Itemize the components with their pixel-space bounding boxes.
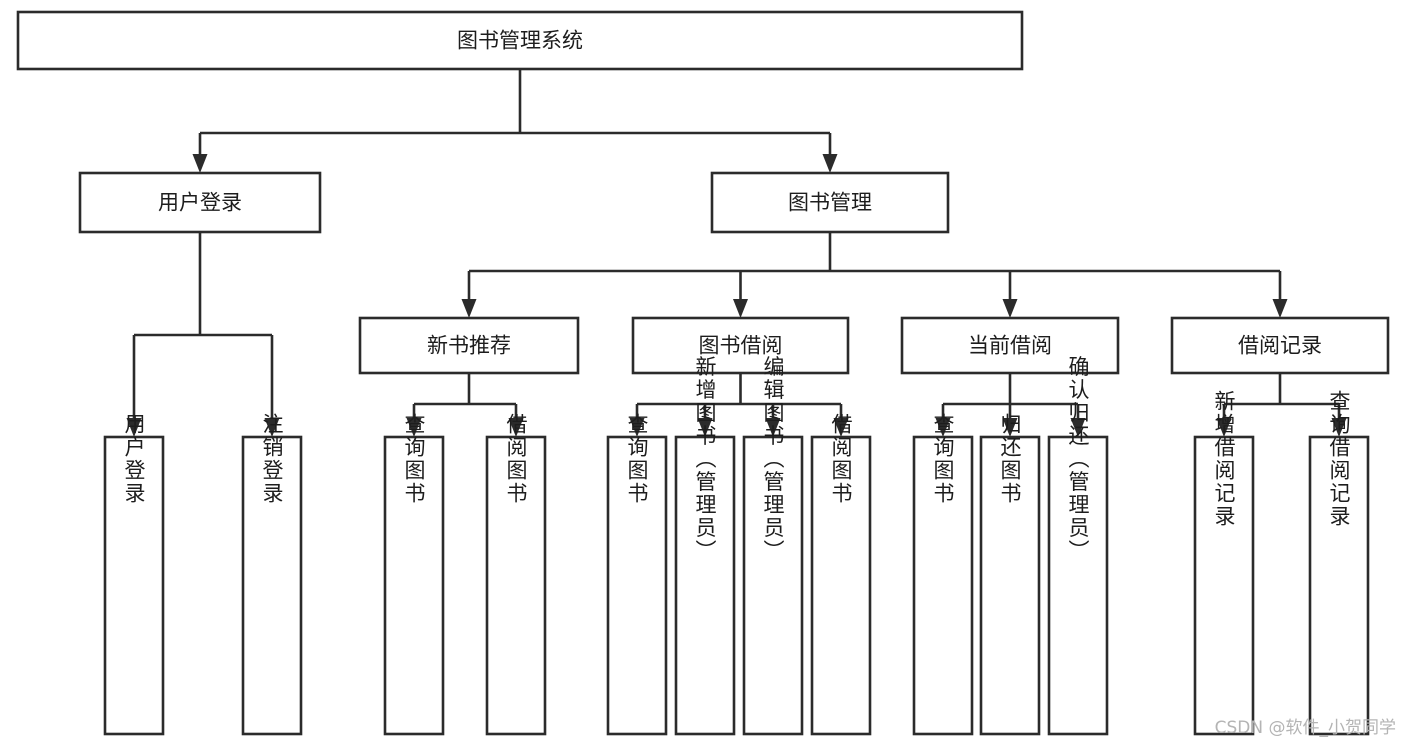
node-box-current-query-book[interactable] — [912, 435, 974, 736]
node-user-login-do[interactable]: 用户登录 — [103, 413, 165, 736]
node-borrow-record[interactable]: 借阅记录 — [1170, 316, 1390, 375]
connectors-layer — [126, 69, 1347, 437]
node-box-record-add[interactable] — [1193, 435, 1255, 736]
node-label-book-management: 图书管理 — [788, 191, 872, 215]
node-label-user-login: 用户登录 — [158, 191, 242, 215]
node-label-borrow-record: 借阅记录 — [1238, 334, 1322, 358]
node-label-current-return-book: 归还图书 — [998, 413, 1022, 505]
root-arrow-0 — [192, 154, 208, 173]
node-label-current-borrow: 当前借阅 — [968, 334, 1052, 358]
node-current-return-book[interactable]: 归还图书 — [979, 413, 1041, 736]
node-current-borrow[interactable]: 当前借阅 — [900, 316, 1120, 375]
node-label-recommend-query-book: 查询图书 — [402, 413, 426, 505]
node-box-root[interactable] — [16, 10, 1024, 71]
borrow-record-arrow-0 — [1216, 418, 1232, 437]
node-box-book-management[interactable] — [710, 171, 950, 234]
node-label-new-book-recommend: 新书推荐 — [427, 334, 511, 358]
node-box-new-book-recommend[interactable] — [358, 316, 580, 375]
node-label-recommend-borrow-book: 借阅图书 — [504, 413, 528, 505]
book-borrow-arrow-1 — [697, 418, 713, 437]
book-borrow-arrow-0 — [629, 418, 645, 437]
node-borrow-query-book[interactable]: 查询图书 — [606, 413, 668, 736]
current-borrow-arrow-2 — [1070, 418, 1086, 437]
node-label-borrow-edit-book: 编辑图书（管理员） — [761, 356, 785, 563]
nodes-layer: 图书管理系统用户登录图书管理用户登录注销登录新书推荐查询图书借阅图书图书借阅查询… — [16, 10, 1390, 736]
node-box-recommend-borrow-book[interactable] — [485, 435, 547, 736]
user-login-arrow-1 — [264, 418, 280, 437]
book-management-arrow-1 — [733, 299, 748, 318]
node-label-current-query-book: 查询图书 — [931, 413, 955, 505]
node-label-record-add: 新增借阅记录 — [1212, 390, 1236, 528]
node-recommend-borrow-book[interactable]: 借阅图书 — [485, 413, 547, 736]
node-recommend-query-book[interactable]: 查询图书 — [383, 413, 445, 736]
node-root[interactable]: 图书管理系统 — [16, 10, 1024, 71]
node-label-book-borrow: 图书借阅 — [699, 334, 783, 358]
node-box-user-login[interactable] — [78, 171, 322, 234]
node-new-book-recommend[interactable]: 新书推荐 — [358, 316, 580, 375]
node-box-borrow-query-book[interactable] — [606, 435, 668, 736]
new-book-recommend-arrow-0 — [406, 418, 422, 437]
node-box-recommend-query-book[interactable] — [383, 435, 445, 736]
book-management-arrow-0 — [461, 299, 477, 318]
node-box-record-query[interactable] — [1308, 435, 1370, 736]
node-user-login[interactable]: 用户登录 — [78, 171, 322, 234]
node-borrow-edit-book[interactable]: 编辑图书（管理员） — [742, 356, 804, 736]
node-current-confirm-return[interactable]: 确认归还（管理员） — [1047, 356, 1109, 736]
node-box-user-logout[interactable] — [241, 435, 303, 736]
node-record-query[interactable]: 查询借阅记录 — [1308, 390, 1370, 736]
book-management-arrow-2 — [1002, 299, 1018, 318]
csdn-watermark: CSDN @软件_小贺同学 — [1215, 718, 1396, 738]
node-label-record-query: 查询借阅记录 — [1327, 390, 1351, 528]
node-label-borrow-query-book: 查询图书 — [625, 413, 649, 505]
node-label-root: 图书管理系统 — [457, 29, 583, 53]
borrow-record-arrow-1 — [1331, 418, 1347, 437]
node-borrow-borrow-book[interactable]: 借阅图书 — [810, 413, 872, 736]
node-current-query-book[interactable]: 查询图书 — [912, 413, 974, 736]
node-label-user-login-do: 用户登录 — [122, 413, 146, 505]
root-arrow-1 — [822, 154, 838, 173]
node-user-logout[interactable]: 注销登录 — [241, 413, 303, 736]
node-label-current-confirm-return: 确认归还（管理员） — [1066, 356, 1090, 563]
node-box-borrow-borrow-book[interactable] — [810, 435, 872, 736]
current-borrow-arrow-0 — [935, 418, 951, 437]
node-borrow-add-book[interactable]: 新增图书（管理员） — [674, 356, 736, 736]
new-book-recommend-arrow-1 — [508, 418, 524, 437]
node-label-borrow-borrow-book: 借阅图书 — [829, 413, 853, 505]
node-box-borrow-edit-book[interactable] — [742, 435, 804, 736]
node-label-borrow-add-book: 新增图书（管理员） — [693, 356, 717, 563]
node-box-current-borrow[interactable] — [900, 316, 1120, 375]
node-book-management[interactable]: 图书管理 — [710, 171, 950, 234]
node-box-user-login-do[interactable] — [103, 435, 165, 736]
node-record-add[interactable]: 新增借阅记录 — [1193, 390, 1255, 736]
book-management-arrow-3 — [1272, 299, 1288, 318]
user-login-arrow-0 — [126, 418, 142, 437]
node-box-current-return-book[interactable] — [979, 435, 1041, 736]
node-box-book-borrow[interactable] — [631, 316, 850, 375]
current-borrow-arrow-1 — [1002, 418, 1018, 437]
node-box-current-confirm-return[interactable] — [1047, 435, 1109, 736]
node-box-borrow-record[interactable] — [1170, 316, 1390, 375]
book-borrow-arrow-2 — [765, 418, 781, 437]
node-label-user-logout: 注销登录 — [260, 413, 284, 505]
node-book-borrow[interactable]: 图书借阅 — [631, 316, 850, 375]
book-borrow-arrow-3 — [833, 418, 849, 437]
node-box-borrow-add-book[interactable] — [674, 435, 736, 736]
